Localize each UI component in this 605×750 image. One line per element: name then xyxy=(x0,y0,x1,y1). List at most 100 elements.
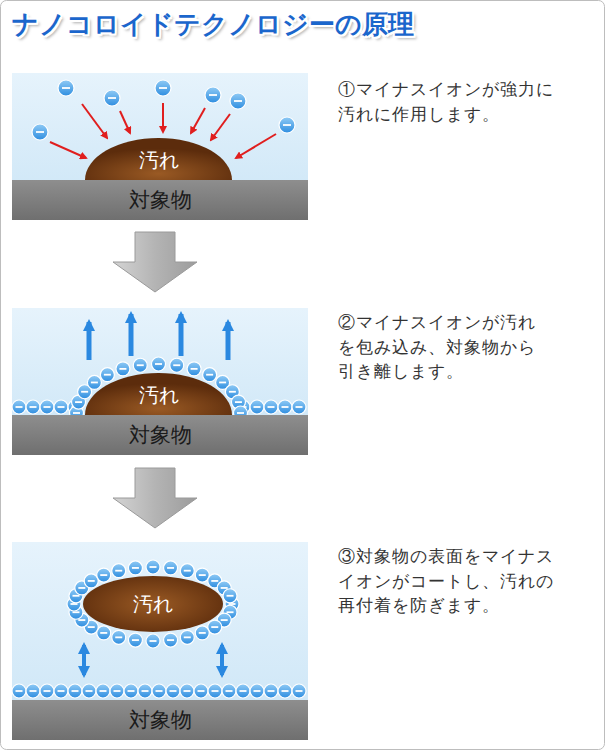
lift-arrows xyxy=(89,314,228,360)
minus-sign xyxy=(212,690,219,692)
minus-sign xyxy=(30,406,37,408)
minus-sign xyxy=(296,406,303,408)
ion-circle xyxy=(32,124,48,140)
dirt-outline xyxy=(85,138,232,180)
minus-sign xyxy=(167,639,174,641)
ion-circle xyxy=(97,568,111,582)
ion-circle xyxy=(96,684,110,698)
minus-ion xyxy=(116,362,130,376)
red-arrow xyxy=(50,142,86,158)
minus-ion xyxy=(104,90,120,106)
minus-ion xyxy=(180,630,194,644)
minus-ion xyxy=(112,564,126,578)
ion-circle xyxy=(278,684,292,698)
minus-ion xyxy=(128,633,142,647)
minus-ion xyxy=(40,400,54,414)
ion-circle xyxy=(279,117,295,133)
minus-sign xyxy=(132,639,139,641)
minus-sign xyxy=(115,570,122,572)
minus-sign xyxy=(167,567,174,569)
minus-ion xyxy=(112,630,126,644)
minus-sign xyxy=(237,412,244,414)
minus-sign xyxy=(72,611,79,613)
minus-sign xyxy=(282,406,289,408)
minus-sign xyxy=(170,690,177,692)
minus-sign xyxy=(88,626,95,628)
minus-ion xyxy=(194,684,208,698)
dirt-blob: 汚れ xyxy=(85,373,232,415)
minus-sign xyxy=(30,690,37,692)
step-description: ①マイナスイオンが強力に 汚れに作用します。 xyxy=(338,78,590,127)
ion-circle xyxy=(195,568,209,582)
minus-ion xyxy=(58,80,74,96)
minus-ion xyxy=(96,684,110,698)
blue-arrow xyxy=(179,314,184,356)
minus-ion xyxy=(146,560,160,574)
ion-circle xyxy=(155,80,171,96)
minus-ion xyxy=(195,568,209,582)
minus-sign xyxy=(44,690,51,692)
ions xyxy=(12,80,306,698)
ion-circle xyxy=(223,589,237,603)
minus-sign xyxy=(199,574,206,576)
ion-circle xyxy=(250,684,264,698)
minus-ion xyxy=(170,358,184,372)
minus-sign xyxy=(219,382,226,384)
minus-ion xyxy=(146,634,160,648)
minus-sign xyxy=(100,574,107,576)
minus-ion xyxy=(250,684,264,698)
red-arrow xyxy=(162,103,164,132)
minus-sign xyxy=(115,636,122,638)
ion-circle xyxy=(40,684,54,698)
minus-ion xyxy=(279,117,295,133)
ion-circle xyxy=(194,684,208,698)
ion-circle xyxy=(180,684,194,698)
red-arrow xyxy=(120,111,130,133)
red-arrow xyxy=(82,104,107,138)
minus-sign xyxy=(240,690,247,692)
minus-ion xyxy=(278,400,292,414)
minus-ion xyxy=(54,684,68,698)
ion-circle xyxy=(236,684,250,698)
minus-sign xyxy=(283,124,291,126)
minus-sign xyxy=(150,566,157,568)
panel xyxy=(12,308,308,455)
minus-sign xyxy=(86,690,93,692)
ion-circle xyxy=(82,684,96,698)
minus-sign xyxy=(100,690,107,692)
ion-circle xyxy=(250,400,264,414)
ion-circle xyxy=(116,362,130,376)
ion-circle xyxy=(58,80,74,96)
minus-sign xyxy=(72,595,79,597)
minus-sign xyxy=(235,401,242,403)
blue-arrow xyxy=(129,314,134,356)
ion-circle xyxy=(26,400,40,414)
ion-circle xyxy=(208,684,222,698)
minus-ion xyxy=(208,620,222,634)
minus-sign xyxy=(221,587,228,589)
minus-ion xyxy=(87,375,101,389)
minus-sign xyxy=(36,131,44,133)
red-arrow xyxy=(236,134,276,158)
minus-sign xyxy=(132,567,139,569)
minus-sign xyxy=(91,382,98,384)
minus-ion xyxy=(68,684,82,698)
ion-circle xyxy=(54,400,68,414)
minus-ion xyxy=(180,564,194,578)
minus-ion xyxy=(208,684,222,698)
ion-circle xyxy=(152,684,166,698)
minus-sign xyxy=(81,391,88,393)
minus-sign xyxy=(229,603,236,605)
ion-circle xyxy=(205,87,221,103)
ion-circle xyxy=(187,362,201,376)
ion-circle xyxy=(152,357,166,371)
minus-sign xyxy=(211,626,218,628)
ion-circle xyxy=(124,684,138,698)
ion-circle xyxy=(146,634,160,648)
minus-ion xyxy=(180,684,194,698)
object-surface: 対象物 xyxy=(12,180,308,220)
ion-circle xyxy=(292,400,306,414)
red-arrow xyxy=(191,108,205,133)
